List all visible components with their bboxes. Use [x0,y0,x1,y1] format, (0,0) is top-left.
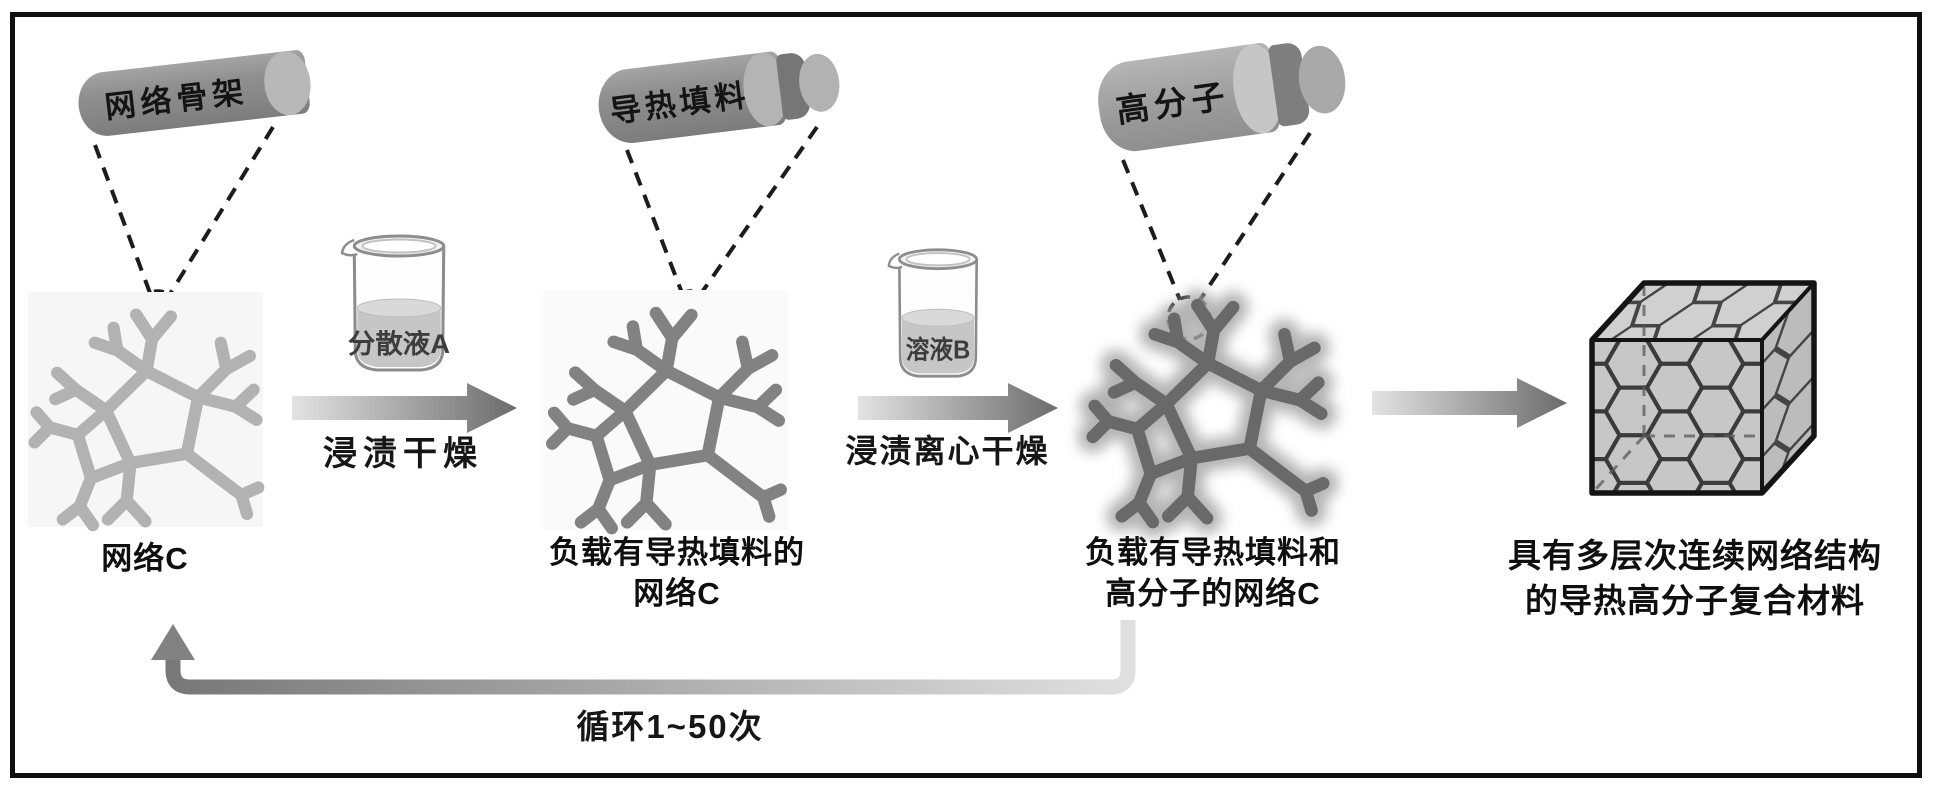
process-arrow-3 [1372,378,1567,428]
beaker-solution-b: 溶液B [887,248,979,378]
network-structure-1 [28,292,263,527]
structure-caption-2: 负载有导热填料的 网络C [527,532,827,614]
cube-outline [1589,280,1817,496]
figure-border [10,12,1922,778]
honeycomb-front [1592,340,1762,493]
arrow-label-1: 浸渍干燥 [323,435,483,473]
network-structure-2 [543,290,788,530]
beaker-label-dispersion-a: 分散液A [348,328,450,359]
structure-caption-4: 具有多层次连续网络结构 的导热高分子复合材料 [1475,533,1915,623]
caption-line: 高分子的网络C [1105,576,1321,611]
loop-label: 循环1~50次 [576,708,764,745]
process-arrow-1 [292,383,517,433]
caption-line: 负载有导热填料和 [1085,535,1341,570]
network-structure-3 [1082,282,1332,524]
product-cube [1589,280,1817,496]
beaker-label-solution-b: 溶液B [906,334,971,364]
loop-arrow [151,620,1136,695]
caption-line: 负载有导热填料的 [549,535,805,570]
loop-arrowhead [151,624,195,660]
cube-inner-edges [1592,281,1816,493]
caption-line: 的导热高分子复合材料 [1525,582,1865,619]
process-arrow-2 [858,383,1058,433]
arrow-label-2: 浸渍离心干燥 [845,433,1050,469]
caption-line: 网络C [633,576,721,611]
caption-line: 具有多层次连续网络结构 [1508,537,1882,574]
beaker-dispersion-a: 分散液A [340,234,450,372]
structure-caption-3: 负载有导热填料和 高分子的网络C [1063,532,1363,614]
caption-line: 网络C [101,541,189,576]
cube-hidden-edges [1593,287,1758,492]
structure-caption-1: 网络C [25,538,265,579]
